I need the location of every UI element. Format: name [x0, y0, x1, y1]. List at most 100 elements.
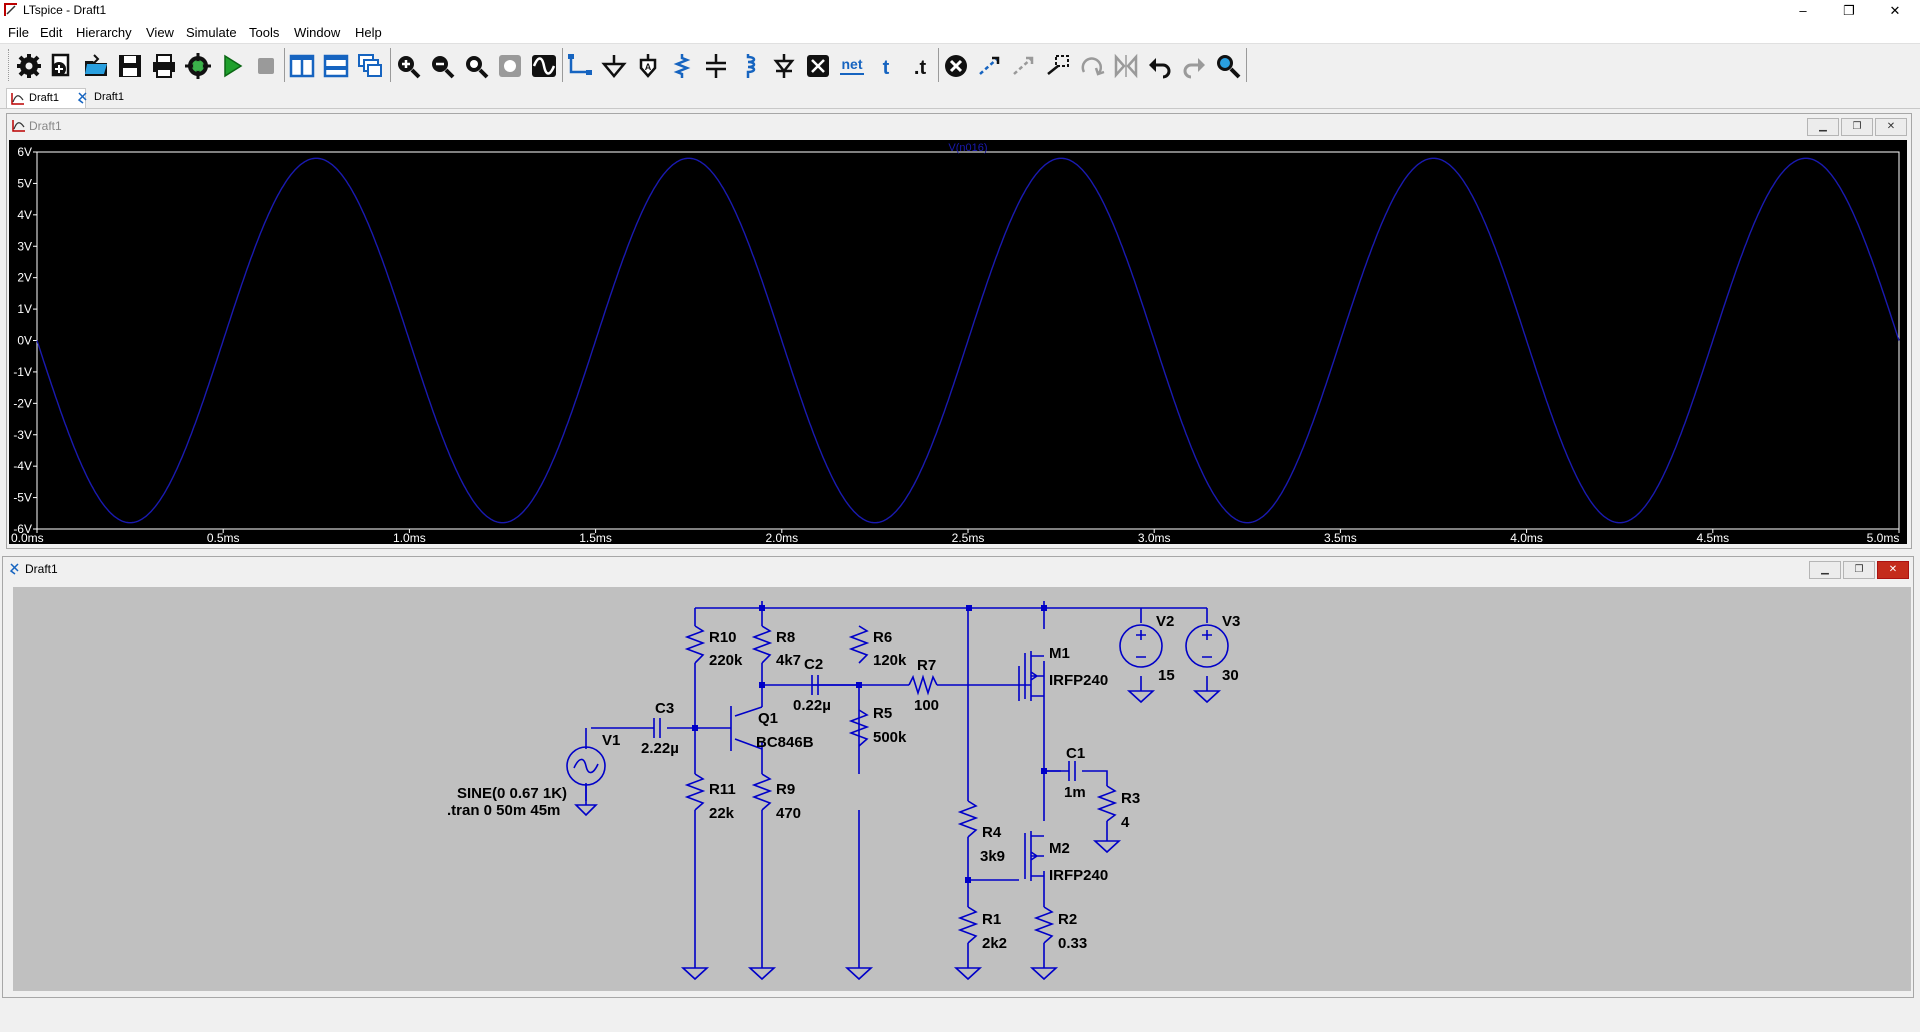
inductor-icon[interactable] [736, 52, 764, 80]
autorange-icon[interactable] [530, 52, 558, 80]
label-m1: M1 [1049, 645, 1070, 662]
svg-text:.t: .t [914, 57, 927, 79]
resistor-icon[interactable] [668, 52, 696, 80]
find-icon[interactable] [1214, 52, 1242, 80]
label-c2: C2 [804, 656, 823, 673]
x-tick-label: 3.0ms [1138, 531, 1171, 544]
y-tick-label: 1V [17, 302, 32, 316]
label-r9-value: 470 [776, 805, 801, 822]
text-icon[interactable]: t [872, 52, 900, 80]
tab-schematic-draft1[interactable]: Draft1 [72, 88, 150, 107]
y-tick-label: -3V [13, 428, 32, 442]
waveform-tab-icon [11, 93, 24, 105]
schematic-minimize-button[interactable]: ▁ [1809, 561, 1841, 579]
resistor-r2 [1033, 906, 1055, 944]
menu-file[interactable]: File [8, 25, 29, 40]
schematic-canvas[interactable]: R10 220k R8 4k7 C2 0.22µ R6 120k R7 100 … [13, 587, 1911, 991]
capacitor-icon[interactable] [702, 52, 730, 80]
svg-text:t: t [883, 57, 890, 79]
print-icon[interactable] [150, 52, 178, 80]
tab-label: Draft1 [94, 91, 124, 103]
y-tick-label: 3V [17, 239, 32, 253]
schematic-window-icon [9, 563, 19, 575]
label-tran: .tran 0 50m 45m [447, 802, 560, 819]
close-button[interactable]: ✕ [1889, 3, 1901, 18]
waveform-maximize-button[interactable]: ❐ [1841, 118, 1873, 136]
resistor-r10 [684, 625, 706, 664]
component-labels: R10 220k R8 4k7 C2 0.22µ R6 120k R7 100 … [447, 613, 1240, 952]
label-icon[interactable]: A [634, 52, 662, 80]
label-r11: R11 [709, 781, 736, 798]
halt-icon[interactable] [252, 52, 280, 80]
schematic-window: Draft1 ▁ ❐ ✕ [2, 556, 1914, 998]
capacitor-c3 [653, 718, 661, 738]
open-icon[interactable] [82, 52, 110, 80]
new-schematic-icon[interactable] [48, 52, 76, 80]
y-tick-label: 0V [17, 334, 32, 348]
menu-window[interactable]: Window [294, 25, 341, 40]
control-panel-icon[interactable] [15, 52, 43, 80]
label-m2: M2 [1049, 840, 1070, 857]
schematic-close-button[interactable]: ✕ [1877, 561, 1909, 579]
redo-icon[interactable] [1180, 52, 1208, 80]
save-icon[interactable] [116, 52, 144, 80]
waveform-close-button[interactable]: ✕ [1875, 118, 1907, 136]
resistor-r3 [1096, 785, 1118, 822]
y-tick-label: 6V [17, 145, 32, 159]
menu-view[interactable]: View [146, 25, 174, 40]
zoom-in-icon[interactable] [394, 52, 422, 80]
run-icon[interactable] [218, 52, 246, 80]
zoom-out-icon[interactable] [428, 52, 456, 80]
menu-edit[interactable]: Edit [40, 25, 63, 40]
ac-analysis-icon[interactable] [184, 52, 212, 80]
mosfet-m1 [1024, 651, 1044, 701]
tile-horizontal-icon[interactable] [322, 52, 350, 80]
ground-icon[interactable] [600, 52, 628, 80]
delete-icon[interactable] [942, 52, 970, 80]
net-label-icon[interactable]: net [838, 52, 866, 80]
tab-waveform-draft1[interactable]: Draft1 [6, 88, 86, 108]
wire-icon[interactable] [566, 52, 594, 80]
menu-simulate[interactable]: Simulate [186, 25, 237, 40]
x-tick-label: 2.5ms [952, 531, 985, 544]
label-r8: R8 [776, 629, 795, 646]
ground-v1 [574, 785, 598, 817]
duplicate-icon[interactable] [976, 52, 1004, 80]
waveform-plot[interactable]: V(n016)6V5V4V3V2V1V0V-1V-2V-3V-4V-5V-6V0… [9, 140, 1907, 545]
zoom-full-icon[interactable] [496, 52, 524, 80]
move-icon[interactable] [1010, 52, 1038, 80]
y-tick-label: -2V [13, 396, 32, 410]
title-bar: LTspice - Draft1 – ❐ ✕ [0, 0, 1920, 22]
schematic-drawing[interactable]: R10 220k R8 4k7 C2 0.22µ R6 120k R7 100 … [13, 587, 1911, 991]
tile-vertical-icon[interactable] [288, 52, 316, 80]
drag-icon[interactable] [1044, 52, 1072, 80]
menu-hierarchy[interactable]: Hierarchy [76, 25, 132, 40]
label-v3-value: 30 [1222, 667, 1239, 684]
label-m2-value: IRFP240 [1049, 867, 1108, 884]
waveform-minimize-button[interactable]: ▁ [1807, 118, 1839, 136]
menu-tools[interactable]: Tools [249, 25, 280, 40]
toolbar-grip[interactable] [8, 49, 12, 81]
minimize-button[interactable]: – [1799, 3, 1807, 18]
spice-directive-icon[interactable]: .t [906, 52, 934, 80]
schematic-maximize-button[interactable]: ❐ [1843, 561, 1875, 579]
zoom-fit-icon[interactable] [462, 52, 490, 80]
y-tick-label: 2V [17, 271, 32, 285]
source-v2 [1119, 624, 1163, 668]
trace-v-n016 [36, 157, 1900, 524]
mirror-icon[interactable] [1112, 52, 1140, 80]
restore-button[interactable]: ❐ [1843, 3, 1855, 18]
source-v3 [1185, 624, 1229, 668]
resistor-r1 [957, 906, 979, 944]
label-r10-value: 220k [709, 652, 743, 669]
trace-label: V(n016) [948, 142, 987, 154]
undo-icon[interactable] [1146, 52, 1174, 80]
cascade-icon[interactable] [356, 52, 384, 80]
diode-icon[interactable] [770, 52, 798, 80]
rotate-icon[interactable] [1078, 52, 1106, 80]
ltspice-app-icon [4, 3, 17, 16]
menu-help[interactable]: Help [355, 25, 382, 40]
component-icon[interactable] [804, 52, 832, 80]
